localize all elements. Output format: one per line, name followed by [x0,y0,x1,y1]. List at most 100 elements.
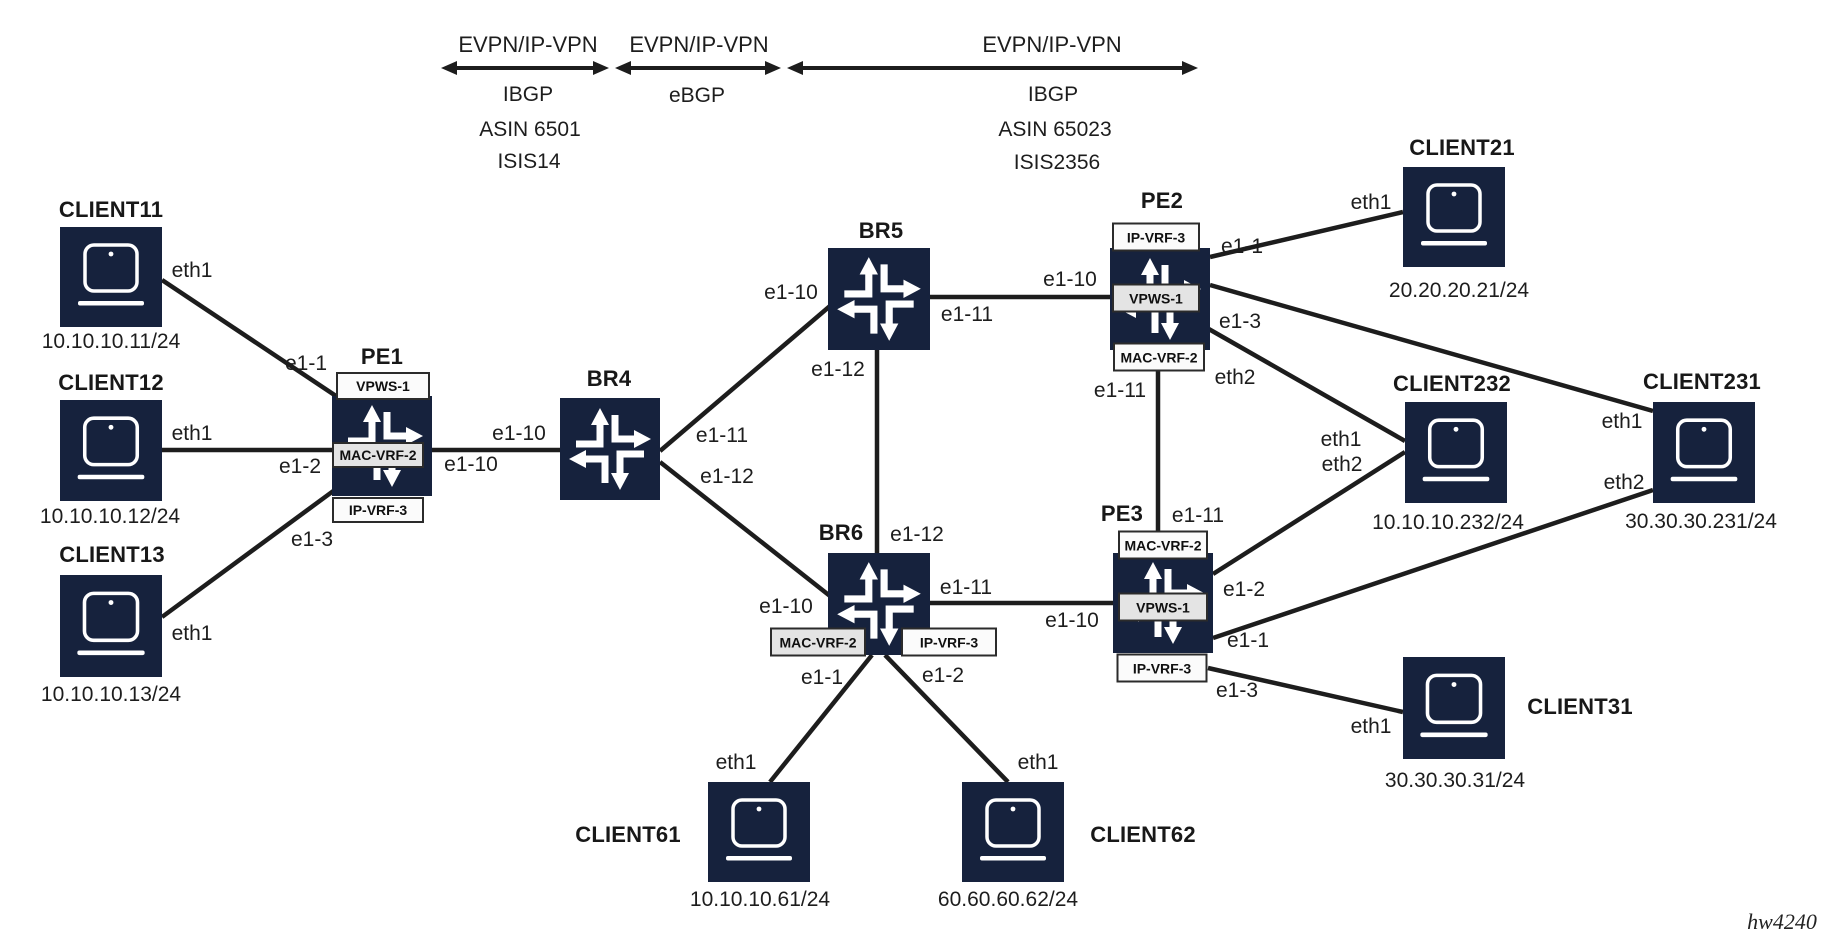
section1-detail-ibgp: IBGP [502,83,554,106]
link-client13-pe1 [160,487,338,619]
port-pe2-eth2: eth2 [1214,366,1256,389]
br6-title: BR6 [818,520,864,545]
client231-laptop-icon [1653,402,1755,503]
port-br6-e1-2: e1-2 [921,664,965,687]
br6-service-ipvrf: IP-VRF-3 [901,627,997,657]
section1-detail-asn: ASIN 6501 [479,118,581,141]
pe3-service-ipvrf: IP-VRF-3 [1116,653,1208,683]
section3-detail-isis: ISIS2356 [1013,151,1101,174]
port-pe2-e1-10: e1-10 [1043,268,1097,291]
port-client232-eth2: eth2 [1321,453,1363,476]
link-br6-client61 [768,653,874,784]
port-pe3-e1-2: e1-2 [1222,578,1266,601]
port-pe1-e1-3: e1-3 [290,528,334,551]
link-pe2-client232 [1205,326,1407,443]
link-pe2-client231 [1209,282,1654,414]
port-br5-e1-10: e1-10 [764,281,818,304]
figure-id-label: hw4240 [1747,909,1817,934]
port-br5-e1-11: e1-11 [940,303,994,326]
client232-title: CLIENT232 [1393,371,1511,396]
port-br6-e1-11: e1-11 [939,576,993,599]
client11-ip: 10.10.10.11/24 [41,330,181,353]
br4-router-icon [560,398,660,500]
pe1-service-vpws: VPWS-1 [336,372,430,400]
port-client12-eth1: eth1 [171,422,213,445]
pe3-service-vpws: VPWS-1 [1118,592,1208,622]
port-pe1-e1-10: e1-10 [444,453,498,476]
client21-laptop-icon [1403,167,1505,267]
port-pe3-e1-1: e1-1 [1226,629,1270,652]
pe1-title: PE1 [360,344,404,369]
section2-detail-ebgp: eBGP [668,84,726,107]
port-br6-e1-12: e1-12 [890,523,944,546]
port-pe1-e1-1: e1-1 [284,352,328,375]
port-pe2-e1-1: e1-1 [1220,235,1264,258]
pe1-service-macvrf: MAC-VRF-2 [332,442,424,468]
link-br4-br6 [658,460,832,598]
port-br6-e1-1: e1-1 [800,666,844,689]
pe2-title: PE2 [1140,188,1184,213]
section1-detail-isis: ISIS14 [497,150,561,173]
pe2-service-macvrf: MAC-VRF-2 [1113,342,1205,372]
client231-title: CLIENT231 [1643,369,1761,394]
port-br4-e1-10: e1-10 [492,422,546,445]
port-client232-eth1: eth1 [1320,428,1362,451]
link-pe3-client232 [1211,450,1407,576]
br5-title: BR5 [858,218,904,243]
client61-ip: 10.10.10.61/24 [689,888,831,911]
link-pe2-client21 [1209,209,1404,260]
link-br4-br5 [658,304,832,453]
link-br6-client62 [883,653,1010,784]
client31-ip: 30.30.30.31/24 [1384,769,1526,792]
link-client11-pe1 [160,278,347,404]
port-client31-eth1: eth1 [1350,715,1392,738]
port-pe2-e1-3: e1-3 [1218,310,1262,333]
client31-laptop-icon [1403,657,1505,759]
port-client21-eth1: eth1 [1350,191,1392,214]
section2-protocol-label: EVPN/IP-VPN [629,32,769,57]
section3-detail-asn: ASIN 65023 [998,118,1112,141]
port-br5-e1-12: e1-12 [811,358,865,381]
client11-laptop-icon [60,227,162,327]
client13-title: CLIENT13 [59,542,165,567]
section3-detail-ibgp: IBGP [1027,83,1079,106]
port-pe2-e1-11: e1-11 [1093,379,1147,402]
port-br4-e1-11: e1-11 [695,424,749,447]
port-pe3-e1-3: e1-3 [1215,679,1259,702]
client12-laptop-icon [60,400,162,501]
port-br6-e1-10: e1-10 [759,595,813,618]
port-client61-eth1: eth1 [715,751,757,774]
client11-title: CLIENT11 [58,197,164,222]
pe1-service-ipvrf: IP-VRF-3 [332,497,424,523]
client31-title: CLIENT31 [1527,694,1633,719]
br6-service-macvrf: MAC-VRF-2 [770,627,866,657]
section3-protocol-label: EVPN/IP-VPN [982,32,1122,57]
client21-title: CLIENT21 [1409,135,1515,160]
link-pe3-client231 [1212,487,1654,641]
port-client231-eth1: eth1 [1601,410,1643,433]
client62-laptop-icon [962,782,1064,882]
client232-ip: 10.10.10.232/24 [1372,511,1524,534]
br5-router-icon [828,248,930,350]
port-client231-eth2: eth2 [1603,471,1645,494]
client61-title: CLIENT61 [575,822,681,847]
port-pe1-e1-2: e1-2 [278,455,322,478]
client21-ip: 20.20.20.21/24 [1388,279,1530,302]
port-pe3-e1-11: e1-11 [1171,504,1225,527]
client62-ip: 60.60.60.62/24 [937,888,1079,911]
port-br4-e1-12: e1-12 [700,465,754,488]
port-pe3-e1-10: e1-10 [1045,609,1099,632]
port-client11-eth1: eth1 [171,259,213,282]
link-pe3-client31 [1207,665,1404,715]
port-client13-eth1: eth1 [171,622,213,645]
pe2-service-vpws: VPWS-1 [1112,283,1200,313]
client61-laptop-icon [708,782,810,882]
pe3-service-macvrf: MAC-VRF-2 [1118,530,1208,560]
client231-ip: 30.30.30.231/24 [1625,510,1777,533]
client62-title: CLIENT62 [1090,822,1196,847]
client13-ip: 10.10.10.13/24 [40,683,182,706]
br4-title: BR4 [586,366,632,391]
port-client62-eth1: eth1 [1017,751,1059,774]
